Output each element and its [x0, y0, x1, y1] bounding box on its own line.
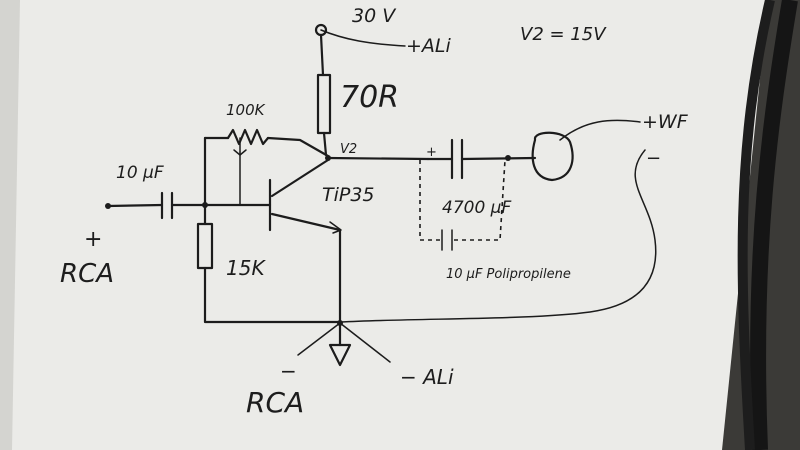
- paper-sheet: [0, 0, 768, 450]
- wire-collector-to-cap: [326, 156, 430, 161]
- wire-supply-label-leader: [320, 29, 406, 47]
- wire-ground-to-speaker: [339, 149, 657, 323]
- wire-bias-to-collector: [266, 136, 330, 158]
- capacitor-4700uf: [450, 138, 464, 180]
- label-capacitor-input: 10 µF: [116, 163, 164, 183]
- label-supply-minus: − ALi: [400, 365, 454, 389]
- transistor-collector-leg: [270, 158, 330, 198]
- resistor-100k: [226, 128, 270, 146]
- label-rca-plus: RCA: [60, 259, 114, 289]
- cable: [750, 0, 798, 450]
- label-capacitor-film: 10 µF Polipropilene: [446, 267, 571, 282]
- label-transistor: TiP35: [322, 184, 375, 206]
- label-resistor-100k: 100K: [226, 101, 266, 119]
- wire-film-left: [419, 160, 440, 241]
- label-speaker-minus: −: [646, 148, 661, 169]
- wire-input: [106, 203, 164, 208]
- label-node-v2: V2: [340, 142, 357, 157]
- label-resistor-70r: 70R: [340, 80, 399, 115]
- rca-minus-leader: [297, 322, 341, 356]
- label-capacitor-plus: +: [426, 145, 437, 160]
- label-capacitor-output: 4700 µF: [442, 198, 511, 218]
- ground-symbol-icon: [328, 343, 352, 367]
- speaker-plus-leader: [559, 119, 641, 141]
- wire-supply-to-resistor: [319, 33, 325, 77]
- wire-film-right: [454, 159, 506, 241]
- capacitor-10uf-film: [441, 229, 453, 251]
- output-node-dot: [505, 155, 511, 161]
- resistor-15k: [196, 222, 214, 270]
- label-rca-minus-sign: −: [280, 359, 297, 383]
- wire-ground-rail: [203, 266, 342, 324]
- label-supply-voltage: 30 V: [352, 5, 397, 27]
- label-v2-value: V2 = 15V: [520, 24, 607, 45]
- transistor-emitter-leg: [270, 212, 342, 232]
- label-speaker-plus: +WF: [642, 111, 689, 133]
- wire-resistor-to-collector: [322, 131, 328, 157]
- capacitor-10uf-input: [160, 191, 174, 220]
- cable-2: [737, 0, 775, 450]
- label-supply-plus: +ALi: [406, 35, 452, 57]
- ali-minus-leader: [339, 322, 391, 363]
- label-resistor-15k: 15K: [226, 256, 266, 280]
- paper-edge-shadow: [0, 0, 20, 450]
- label-rca-minus: RCA: [246, 386, 304, 419]
- speaker-icon: [531, 131, 574, 182]
- label-rca-plus-sign: +: [84, 227, 102, 252]
- wire-output-cap: [426, 156, 537, 161]
- resistor-70r: [316, 73, 332, 135]
